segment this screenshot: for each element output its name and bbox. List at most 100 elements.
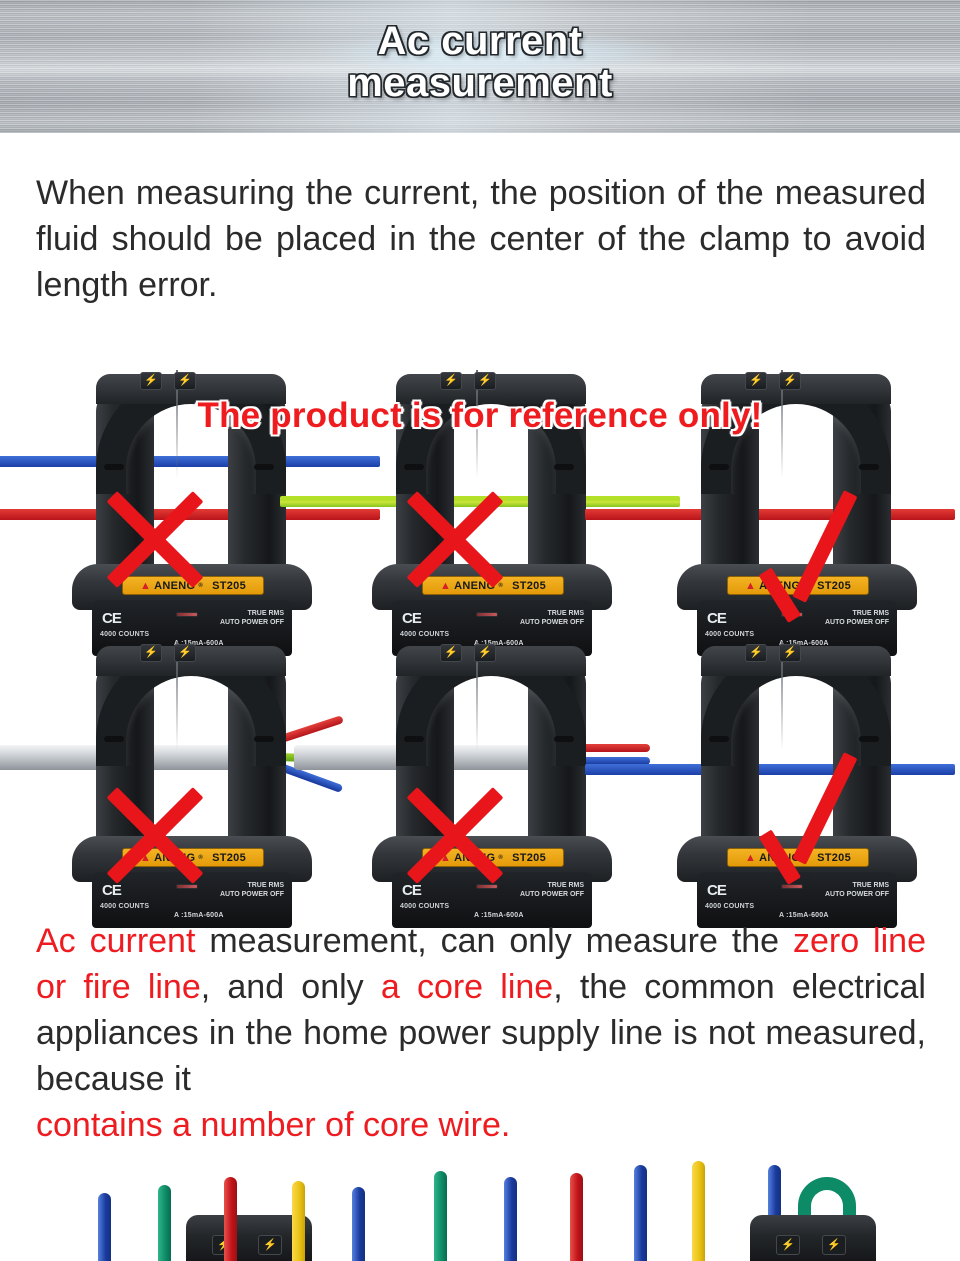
indicator-led — [476, 612, 498, 617]
intro-paragraph: When measuring the current, the position… — [36, 174, 926, 304]
summary-seg-ac-current: Ac current — [36, 922, 196, 960]
brand-name: ANENG — [759, 579, 801, 592]
jaw-seam — [176, 642, 178, 750]
lead-wire — [158, 1185, 171, 1261]
range-label: A :15mA-600A — [474, 912, 524, 919]
lead-wire — [98, 1193, 111, 1261]
jaw-arc — [396, 646, 586, 766]
brand-name: ANENG — [454, 579, 496, 592]
clamp-meter: ⚡ ⚡ ▲ ANENG ® ST205 CE 4000 COUNTS TRUE … — [663, 640, 931, 928]
jaw-warning-symbol-left: ⚡ — [140, 644, 162, 662]
core-wire-red — [578, 744, 650, 752]
jaw-slot-right — [554, 464, 574, 470]
rms-label: TRUE RMS AUTO POWER OFF — [520, 881, 584, 899]
clamp-jaw-top: ⚡ ⚡ — [186, 1215, 312, 1261]
core-wire-blue — [578, 757, 650, 765]
brand-triangle-icon: ▲ — [439, 579, 452, 592]
brand-triangle-icon: ▲ — [744, 579, 757, 592]
model-number: ST205 — [817, 579, 852, 592]
model-number: ST205 — [212, 579, 247, 592]
jaw-warning-symbol-right: ⚡ — [474, 644, 496, 662]
example-earth-green-yellow: ⚡ ⚡ ▲ ANENG ® ST205 CE 4000 COUNTS TRUE … — [280, 368, 680, 656]
indicator-led — [176, 612, 198, 617]
title-line-2: measurement — [347, 61, 613, 106]
ce-mark: CE — [707, 882, 727, 899]
ce-mark: CE — [402, 610, 422, 627]
jaw-slot-right — [554, 736, 574, 742]
clamp-jaw-top: ⚡ ⚡ — [750, 1215, 876, 1261]
jaw-seam — [781, 642, 783, 750]
registered-icon: ® — [803, 582, 809, 589]
clamp-example-grid: ⚡ ⚡ ▲ ANENG ® ST205 CE 4000 COUNTS TRUE … — [0, 368, 960, 928]
jaw-slot-right — [254, 464, 274, 470]
jaw-warning-symbol-left: ⚡ — [745, 372, 767, 390]
auto-power-off-text: AUTO POWER OFF — [824, 619, 889, 626]
lead-wire — [692, 1161, 705, 1261]
rms-label: TRUE RMS AUTO POWER OFF — [520, 609, 584, 627]
brand-name: ANENG — [154, 851, 196, 864]
counts-label: 4000 COUNTS — [400, 903, 450, 910]
range-label: A :15mA-600A — [174, 912, 224, 919]
summary-seg-2: measurement, can only measure the — [195, 922, 793, 960]
jaw-slot-left — [104, 464, 124, 470]
reference-only-warning: The product is for reference only! — [197, 396, 763, 435]
range-label: A :15mA-600A — [474, 640, 524, 647]
model-number: ST205 — [212, 851, 247, 864]
true-rms-text: TRUE RMS — [547, 882, 584, 889]
true-rms-text: TRUE RMS — [852, 882, 889, 889]
brand-label: ▲ ANENG ® ST205 — [122, 576, 264, 595]
jaw-arc — [701, 646, 891, 766]
indicator-led — [781, 612, 803, 617]
auto-power-off-text: AUTO POWER OFF — [519, 891, 584, 898]
auto-power-off-text: AUTO POWER OFF — [824, 891, 889, 898]
page-title: Ac current measurement — [0, 20, 960, 105]
jaw-warning-symbol-right: ⚡ — [474, 372, 496, 390]
brand-name: ANENG — [759, 851, 801, 864]
true-rms-text: TRUE RMS — [852, 610, 889, 617]
jaw-seam — [781, 370, 783, 478]
jaw-warning-symbol-right: ⚡ — [174, 372, 196, 390]
jaw-warning-symbol-left: ⚡ — [776, 1235, 800, 1255]
brand-label: ▲ ANENG ® ST205 — [422, 576, 564, 595]
jaw-warning-symbol-left: ⚡ — [140, 372, 162, 390]
jaw-warning-symbol-left: ⚡ — [440, 372, 462, 390]
lead-wire — [352, 1187, 365, 1261]
registered-icon: ® — [198, 582, 204, 589]
summary-seg-contains-core-wire: contains a number of core wire. — [36, 1106, 511, 1144]
range-label: A :15mA-600A — [174, 640, 224, 647]
model-number: ST205 — [512, 851, 547, 864]
brand-label: ▲ ANENG ® ST205 — [122, 848, 264, 867]
auto-power-off-text: AUTO POWER OFF — [219, 619, 284, 626]
registered-icon: ® — [803, 854, 809, 861]
jaw-slot-right — [859, 736, 879, 742]
jaw-slot-left — [709, 464, 729, 470]
jaw-slot-left — [709, 736, 729, 742]
brand-name: ANENG — [454, 851, 496, 864]
jaw-seam — [476, 370, 478, 478]
jaw-arc — [96, 646, 286, 766]
counts-label: 4000 COUNTS — [705, 631, 755, 638]
wire-blue — [585, 764, 955, 775]
lead-wire — [224, 1177, 237, 1261]
ce-mark: CE — [102, 882, 122, 899]
jaw-warning-symbol-right: ⚡ — [258, 1235, 282, 1255]
brand-triangle-icon: ▲ — [139, 579, 152, 592]
summary-seg-core-line: a core line — [380, 968, 554, 1006]
rms-label: TRUE RMS AUTO POWER OFF — [825, 881, 889, 899]
indicator-led — [476, 884, 498, 889]
wire-red — [585, 509, 955, 520]
registered-icon: ® — [498, 582, 504, 589]
brand-triangle-icon: ▲ — [439, 851, 452, 864]
brand-label: ▲ ANENG ® ST205 — [422, 848, 564, 867]
summary-paragraph: Ac current measurement, can only measure… — [36, 918, 926, 1148]
auto-power-off-text: AUTO POWER OFF — [519, 619, 584, 626]
lead-wire — [504, 1177, 517, 1261]
clamp-meter: ⚡ ⚡ ▲ ANENG ® ST205 CE 4000 COUNTS TRUE … — [58, 368, 326, 656]
jaw-slot-left — [404, 736, 424, 742]
example-two-wires-blue-red: ⚡ ⚡ ▲ ANENG ® ST205 CE 4000 COUNTS TRUE … — [0, 368, 380, 656]
lead-wire — [634, 1165, 647, 1261]
brand-label: ▲ ANENG ® ST205 — [727, 576, 869, 595]
jaw-warning-symbol-left: ⚡ — [440, 644, 462, 662]
clamp-meter: ⚡ ⚡ ▲ ANENG ® ST205 CE 4000 COUNTS TRUE … — [58, 640, 326, 928]
true-rms-text: TRUE RMS — [247, 882, 284, 889]
